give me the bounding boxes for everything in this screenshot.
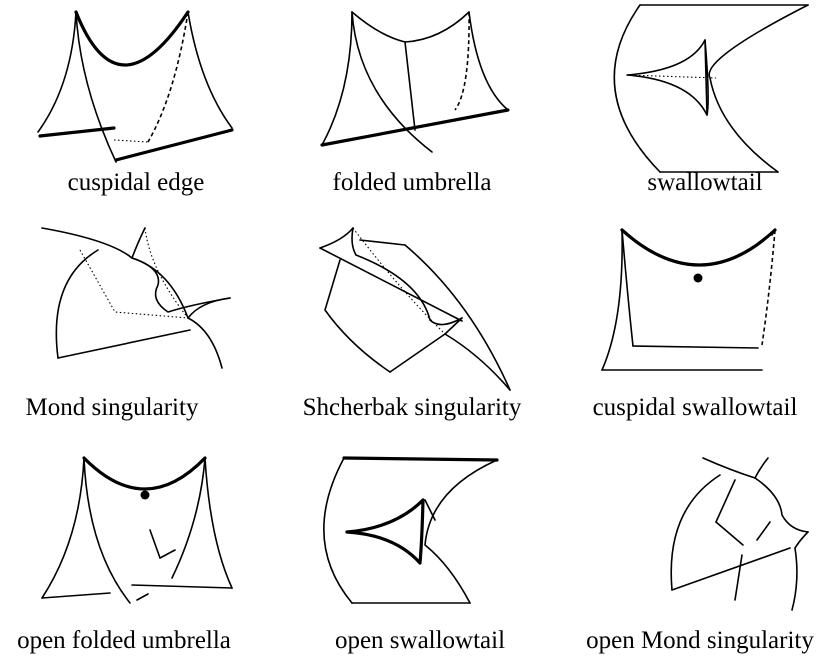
shcherbak-singularity-drawing (320, 228, 510, 390)
swallowtail-panel: swallowtail (614, 5, 808, 196)
open-swallowtail-label: open swallowtail (335, 627, 505, 654)
shcherbak-singularity-panel: Shcherbak singularity (303, 228, 522, 421)
cuspidal-swallowtail-panel: cuspidal swallowtail (593, 230, 798, 421)
folded-umbrella-panel: folded umbrella (322, 12, 508, 196)
open-folded-umbrella-panel: open folded umbrella (17, 458, 232, 654)
singular-point (141, 491, 150, 500)
open-folded-umbrella-drawing (42, 458, 232, 603)
cuspidal-swallowtail-label: cuspidal swallowtail (593, 394, 798, 421)
mond-singularity-panel: Mond singularity (26, 228, 230, 421)
mond-singularity-label: Mond singularity (26, 394, 199, 421)
folded-umbrella-drawing (322, 12, 508, 152)
cuspidal-swallowtail-drawing (602, 230, 775, 370)
open-swallowtail-panel: open swallowtail (324, 458, 505, 654)
swallowtail-drawing (614, 5, 808, 172)
mond-singularity-drawing (42, 228, 230, 368)
open-folded-umbrella-label: open folded umbrella (17, 627, 231, 654)
folded-umbrella-label: folded umbrella (333, 169, 492, 196)
cuspidal-edge-drawing (38, 12, 232, 162)
swallowtail-label: swallowtail (647, 169, 762, 196)
shcherbak-singularity-label: Shcherbak singularity (303, 394, 522, 421)
singular-point (694, 274, 703, 283)
cuspidal-edge-label: cuspidal edge (68, 169, 205, 196)
open-mond-singularity-panel: open Mond singularity (586, 458, 814, 654)
open-mond-singularity-drawing (671, 458, 808, 610)
open-swallowtail-drawing (324, 458, 497, 603)
open-mond-singularity-label: open Mond singularity (586, 627, 814, 654)
cuspidal-edge-panel: cuspidal edge (38, 12, 232, 196)
